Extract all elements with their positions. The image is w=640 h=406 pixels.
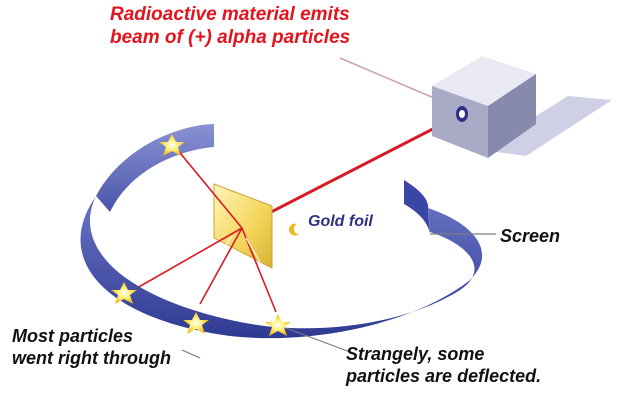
deflected-line1: Strangely, some	[346, 344, 485, 364]
screen-band-right	[404, 180, 430, 234]
source-box	[432, 56, 536, 158]
deflected-pointer-line	[285, 327, 351, 353]
source-label-line2: beam of (+) alpha particles	[110, 26, 351, 48]
most-pointer-line	[181, 349, 201, 359]
source-shadow	[482, 96, 612, 156]
flash-top	[159, 134, 185, 156]
deflected-line2: particles are deflected.	[346, 365, 542, 386]
source-label-line1: Radioactive material emits	[110, 4, 350, 25]
flash-bottom	[183, 312, 209, 334]
source-label: Radioactive material emits beam of (+) a…	[110, 4, 350, 50]
foil-ray-highlight	[213, 235, 261, 265]
most-particles-line1: Most particles	[12, 326, 134, 346]
screen-label: Screen	[500, 226, 561, 246]
most-particles-label: Most particles went right through	[12, 326, 171, 369]
flash-left	[111, 282, 137, 304]
foil-symbol-icon	[288, 223, 299, 236]
screen-band-back	[96, 124, 214, 212]
gold-foil	[213, 183, 273, 269]
flash-right	[265, 314, 291, 336]
alpha-beam	[239, 112, 463, 230]
gold-foil-label: Gold foil	[308, 213, 373, 230]
most-particles-line2: went right through	[12, 347, 171, 368]
flash-marks	[111, 134, 291, 336]
deflected-particles-label: Strangely, some particles are deflected.	[346, 344, 541, 387]
deflection-rays	[129, 147, 277, 313]
